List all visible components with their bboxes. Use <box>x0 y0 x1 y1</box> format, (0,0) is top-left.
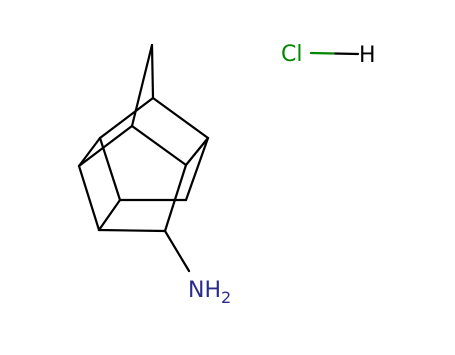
bond <box>184 136 210 167</box>
bond <box>77 124 134 168</box>
bond-to-nitrogen <box>163 229 191 273</box>
hydrogen-label: H <box>359 43 376 68</box>
chlorine-label: Cl <box>281 42 302 67</box>
nitrogen-label: NH2 <box>188 278 231 307</box>
bond <box>184 136 210 202</box>
bond <box>77 136 102 168</box>
bond <box>98 96 155 140</box>
hcl-bond <box>309 51 360 56</box>
cage-skeleton <box>77 43 210 273</box>
bond <box>151 96 210 140</box>
bond <box>130 43 154 128</box>
bond <box>97 198 122 232</box>
amine-subscript: 2 <box>221 288 231 307</box>
bond <box>97 228 167 233</box>
bond <box>130 124 188 167</box>
bond <box>150 43 155 100</box>
bond <box>163 163 188 233</box>
amine-label: NH2 <box>188 278 231 307</box>
bond <box>98 136 122 202</box>
hydrochloride: Cl H <box>281 42 376 68</box>
amine-symbol: NH <box>188 278 221 303</box>
bond <box>77 164 101 232</box>
